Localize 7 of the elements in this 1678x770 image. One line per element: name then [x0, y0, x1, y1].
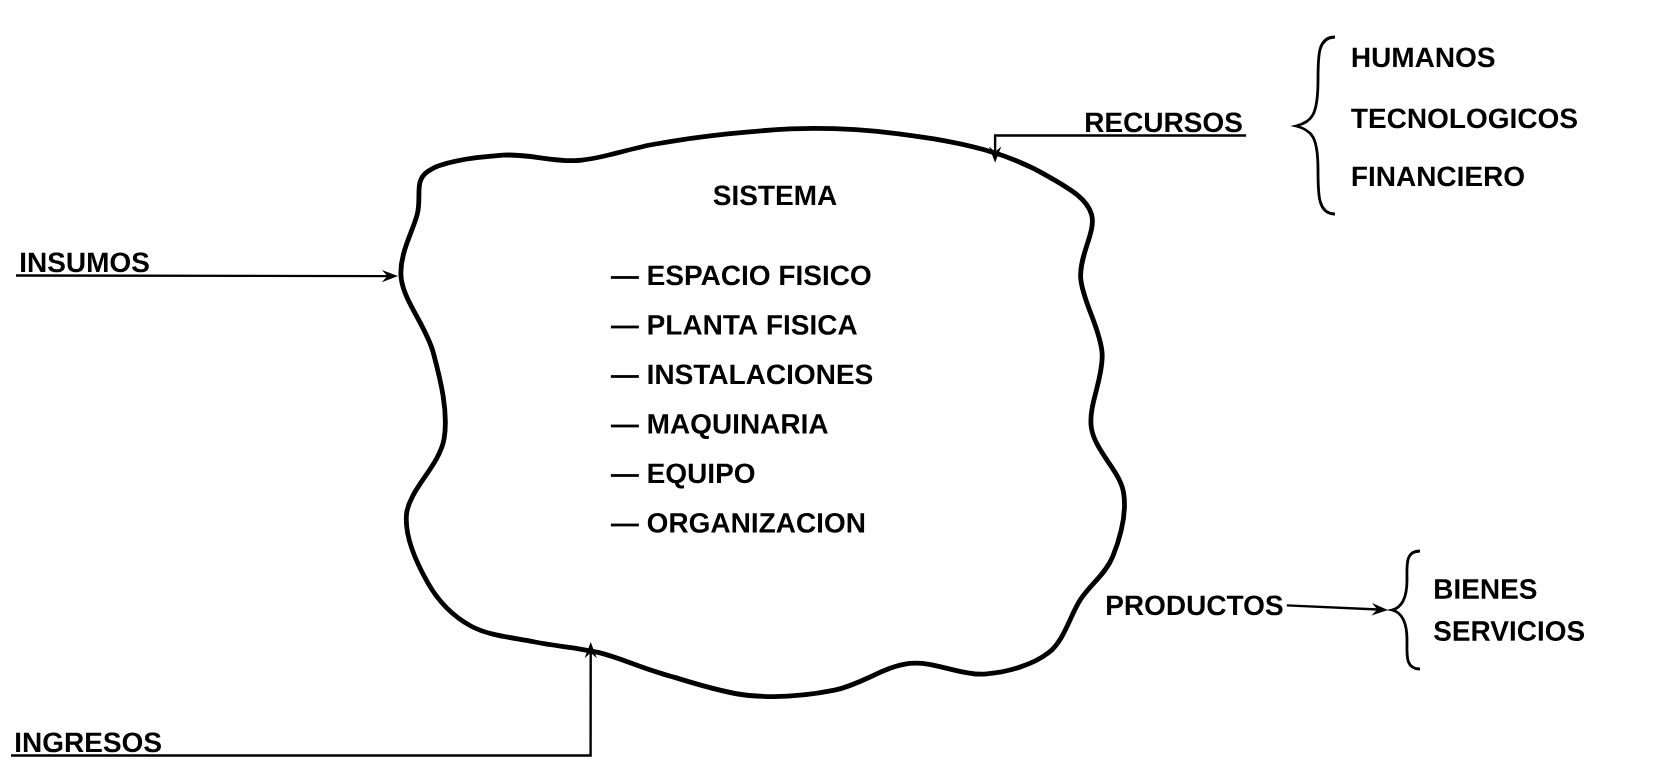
- label-text: INGRESOS: [16, 732, 161, 753]
- label-text: PRODUCTOS: [1107, 595, 1283, 616]
- label-text: HUMANOS: [1352, 47, 1495, 68]
- label-text: INSUMOS: [21, 252, 149, 273]
- label-text: FINANCIERO: [1352, 166, 1524, 187]
- label-text: RECURSOS: [1086, 112, 1242, 133]
- label-text: TECNOLOGICOS: [1351, 108, 1577, 129]
